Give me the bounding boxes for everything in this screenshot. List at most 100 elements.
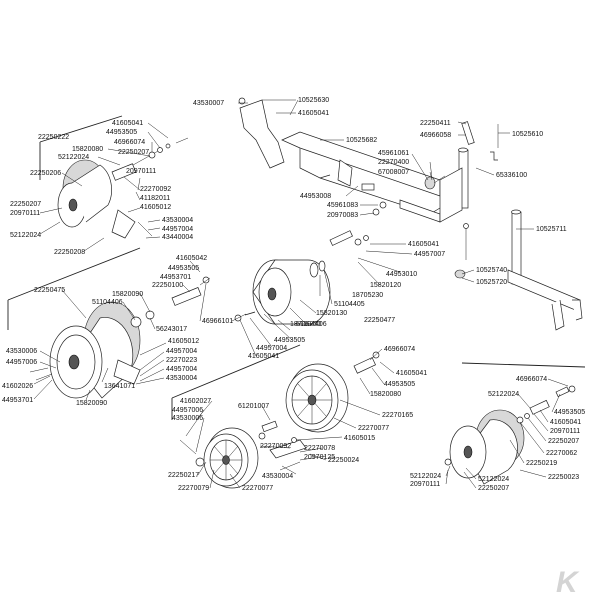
part-label: 44957004 <box>166 348 197 355</box>
part-label: 41605041 <box>298 110 329 117</box>
part-label: 15820120 <box>370 282 401 289</box>
part-label: 46966058 <box>420 132 451 139</box>
frame-top-center <box>238 97 499 223</box>
part-label: 44953008 <box>300 193 331 200</box>
part-label: 44953505 <box>384 381 415 388</box>
part-label: 22270092 <box>260 443 291 450</box>
part-label: 41602027 <box>180 398 211 405</box>
part-label: 22250024 <box>328 457 359 464</box>
part-label: 44953701 <box>160 274 191 281</box>
part-label: 22250100 <box>152 282 183 289</box>
logo-text: K <box>556 566 580 599</box>
bracket-right <box>454 209 583 331</box>
part-label: 15820130 <box>316 310 347 317</box>
wheel-top-left <box>57 137 189 239</box>
part-label: 10525711 <box>536 226 567 233</box>
part-label: 43530006 <box>172 415 203 422</box>
part-label: 22270079 <box>178 485 209 492</box>
part-label: 10525740 <box>476 267 507 274</box>
part-label: 43530006 <box>6 348 37 355</box>
part-label: 44957004 <box>162 226 193 233</box>
part-label: 45961083 <box>327 202 358 209</box>
wheel-bottom-left-spoked <box>179 420 278 489</box>
part-label: 67008007 <box>378 169 409 176</box>
part-label: 22270062 <box>546 450 577 457</box>
part-label: 22250206 <box>30 170 61 177</box>
part-label: 44957006 <box>172 407 203 414</box>
part-label: 51104405 <box>334 301 365 308</box>
part-label: 15820080 <box>370 391 401 398</box>
part-label: 22270400 <box>378 159 409 166</box>
part-label: 15820080 <box>72 146 103 153</box>
part-label: 22250208 <box>54 249 85 256</box>
part-label: 22270078 <box>304 445 335 452</box>
part-label: 22270077 <box>242 485 273 492</box>
part-label: 22270223 <box>166 357 197 364</box>
part-label: 22250475 <box>34 287 65 294</box>
part-label: 43440004 <box>162 234 193 241</box>
part-label: 43530004 <box>262 473 293 480</box>
part-label: 41602026 <box>2 383 33 390</box>
part-label: 10525610 <box>512 131 543 138</box>
part-label: 52122024 <box>10 232 41 239</box>
part-label: 22250207 <box>478 485 509 492</box>
part-label: 20970083 <box>327 212 358 219</box>
part-label: 22250207 <box>118 149 149 156</box>
part-label: 22250207 <box>10 201 41 208</box>
part-label: 22250217 <box>168 472 199 479</box>
part-label: 44953505 <box>554 409 585 416</box>
part-label: 10525630 <box>298 97 329 104</box>
part-label: 43530004 <box>162 217 193 224</box>
part-label: 46966074 <box>516 376 547 383</box>
part-label: 18705230 <box>290 321 321 328</box>
part-label: 46966074 <box>114 139 145 146</box>
part-label: 52122024 <box>410 473 441 480</box>
part-label: 46966101 <box>202 318 233 325</box>
part-label: 20970125 <box>304 454 335 461</box>
part-label: 22270077 <box>358 425 389 432</box>
section-outlines <box>7 115 586 420</box>
part-label: 44953505 <box>274 337 305 344</box>
part-label: 44957004 <box>256 345 287 352</box>
part-label: 46966074 <box>384 346 415 353</box>
part-label: 41605041 <box>396 370 427 377</box>
part-label: 20970111 <box>126 168 156 175</box>
part-label: 41182011 <box>140 195 170 202</box>
part-label: 20970111 <box>10 210 40 217</box>
part-label: 51104406 <box>296 321 327 328</box>
part-label: 41605015 <box>344 435 375 442</box>
part-label: 41605042 <box>176 255 207 262</box>
part-label: 41605041 <box>248 353 279 360</box>
part-label: 20970111 <box>410 481 440 488</box>
part-label: 51104406 <box>92 299 123 306</box>
part-label: 44957007 <box>414 251 445 258</box>
part-label: 52122024 <box>488 391 519 398</box>
part-label: 22250222 <box>38 134 69 141</box>
leader-lines <box>33 99 569 489</box>
part-label: 41605041 <box>112 120 143 127</box>
part-label: 13641071 <box>104 383 135 390</box>
roller-middle-left <box>29 276 211 399</box>
part-labels: 10525630 43530007 41605041 10525682 2225… <box>2 97 585 492</box>
wheel-bottom-right <box>444 385 576 485</box>
part-label: 56243017 <box>156 326 187 333</box>
part-label: 44953505 <box>168 265 199 272</box>
part-label: 43530004 <box>166 375 197 382</box>
part-label: 52122024 <box>478 476 509 483</box>
part-label: 52122024 <box>58 154 89 161</box>
part-label: 65336100 <box>496 172 527 179</box>
part-label: 22250411 <box>420 120 451 127</box>
part-label: 41605012 <box>140 204 171 211</box>
part-label: 15820090 <box>76 400 107 407</box>
part-label: 44953505 <box>106 129 137 136</box>
part-label: 15820090 <box>112 291 143 298</box>
part-label: 18705230 <box>352 292 383 299</box>
part-label: 41605041 <box>550 419 581 426</box>
part-label: 10525720 <box>476 279 507 286</box>
part-label: 10525682 <box>346 137 377 144</box>
part-label: 43530007 <box>193 100 224 107</box>
brand-logo: K <box>556 566 580 599</box>
part-label: 22250219 <box>526 460 557 467</box>
part-label: 41605041 <box>408 241 439 248</box>
